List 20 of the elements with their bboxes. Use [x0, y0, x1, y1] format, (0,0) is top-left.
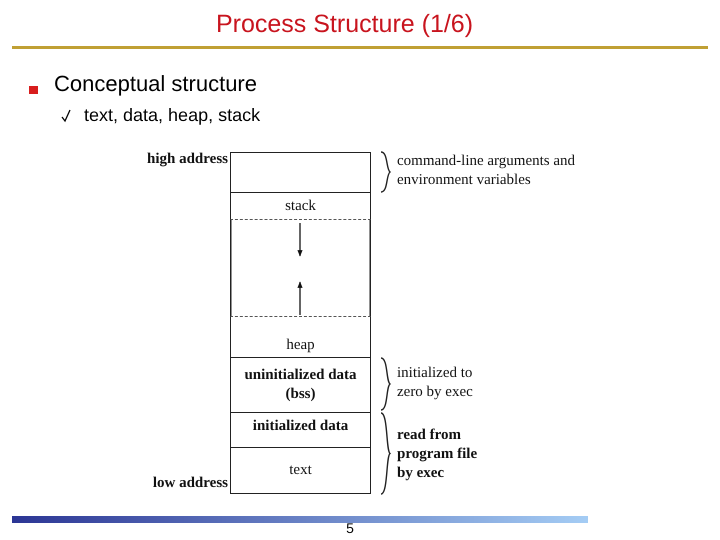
annotation-text: initialized to zero by exec	[397, 364, 474, 402]
segment-label: heap	[286, 336, 315, 355]
empty-segment	[230, 152, 371, 192]
bullet-text: Conceptual structure	[54, 71, 258, 97]
slide-title: Process Structure (1/6)	[216, 10, 474, 39]
memory-segment	[230, 412, 371, 447]
segment-label: uninitialized data (bss)	[243, 366, 358, 404]
address-label: high address	[146, 150, 228, 169]
page-number: 5	[345, 520, 355, 536]
memory-segment	[230, 316, 371, 357]
bullet-text: text, data, heap, stack	[84, 105, 262, 126]
memory-segment	[230, 192, 371, 220]
annotation-text: read from program file by exec	[397, 426, 478, 483]
address-label: low address	[152, 474, 228, 493]
memory-segment	[230, 447, 371, 494]
annotation-text: command-line arguments and environment variables	[397, 152, 576, 190]
segment-label: stack	[285, 197, 316, 216]
segment-label: initialized data	[252, 417, 348, 436]
segment-label: text	[289, 461, 312, 480]
memory-segment	[230, 357, 371, 412]
